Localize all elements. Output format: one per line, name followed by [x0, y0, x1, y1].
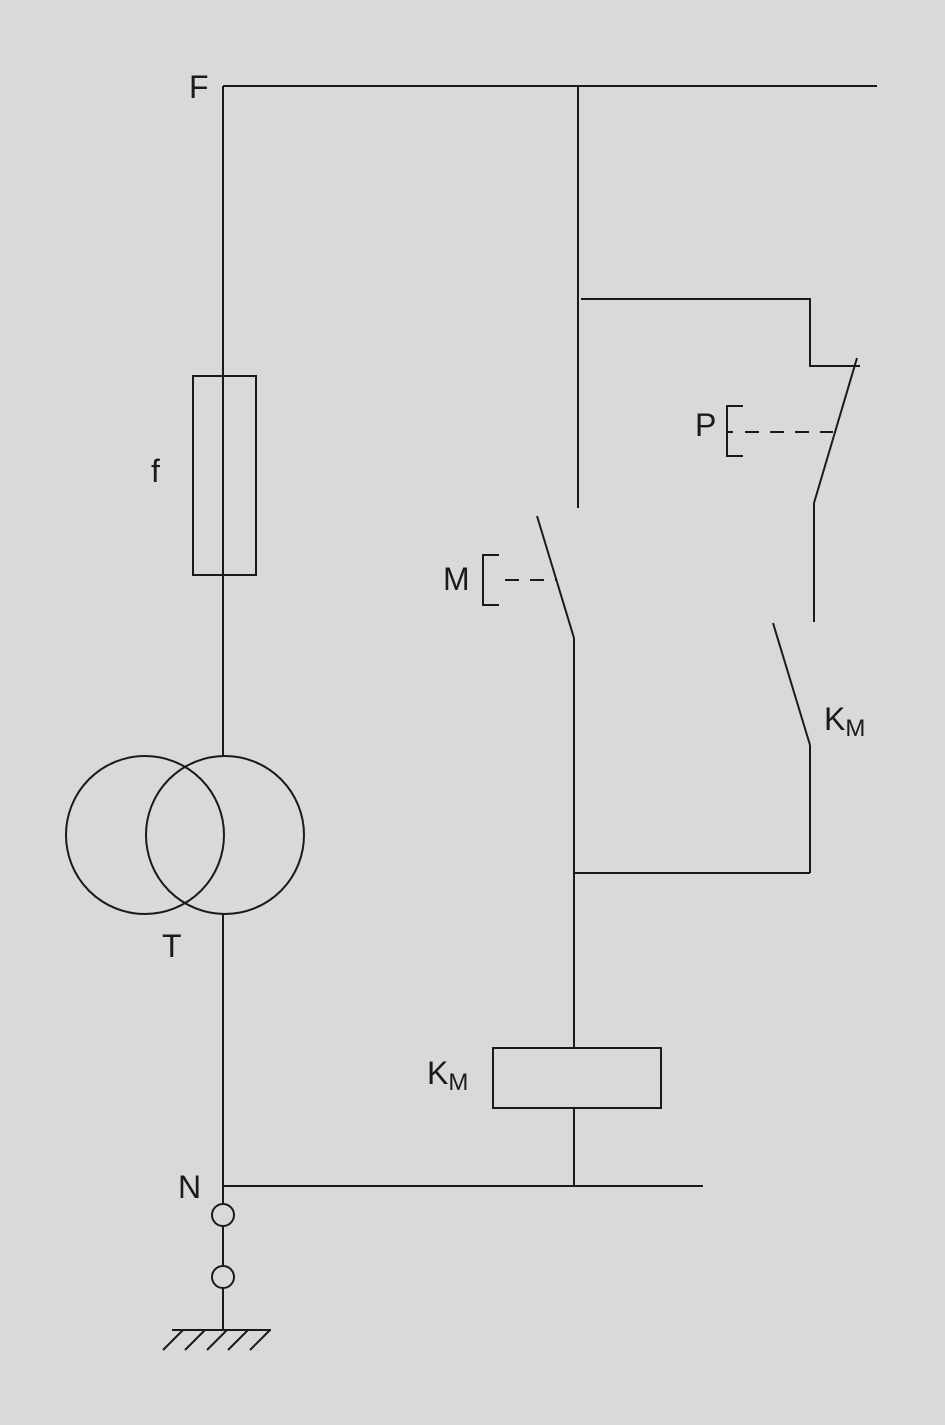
- label-coil: KM: [427, 1055, 468, 1096]
- label-transformer: T: [162, 928, 182, 964]
- label-main-switch: M: [443, 561, 470, 597]
- label-phase: F: [189, 69, 209, 105]
- label-holding-contact: KM: [824, 701, 865, 742]
- pressure-branch-wire: [581, 298, 860, 367]
- earth-connection: [211, 1203, 235, 1330]
- ground-icon: [162, 1329, 271, 1351]
- pressure-switch: [726, 357, 858, 622]
- contactor-coil: [492, 1047, 662, 1109]
- main-switch: [482, 515, 575, 1048]
- fuse-symbol: [192, 375, 257, 576]
- label-fuse: f: [151, 453, 160, 489]
- holding-contact: [574, 622, 811, 874]
- label-neutral: N: [178, 1169, 201, 1205]
- transformer-symbol: [65, 755, 305, 915]
- label-pressure-switch: P: [695, 407, 716, 443]
